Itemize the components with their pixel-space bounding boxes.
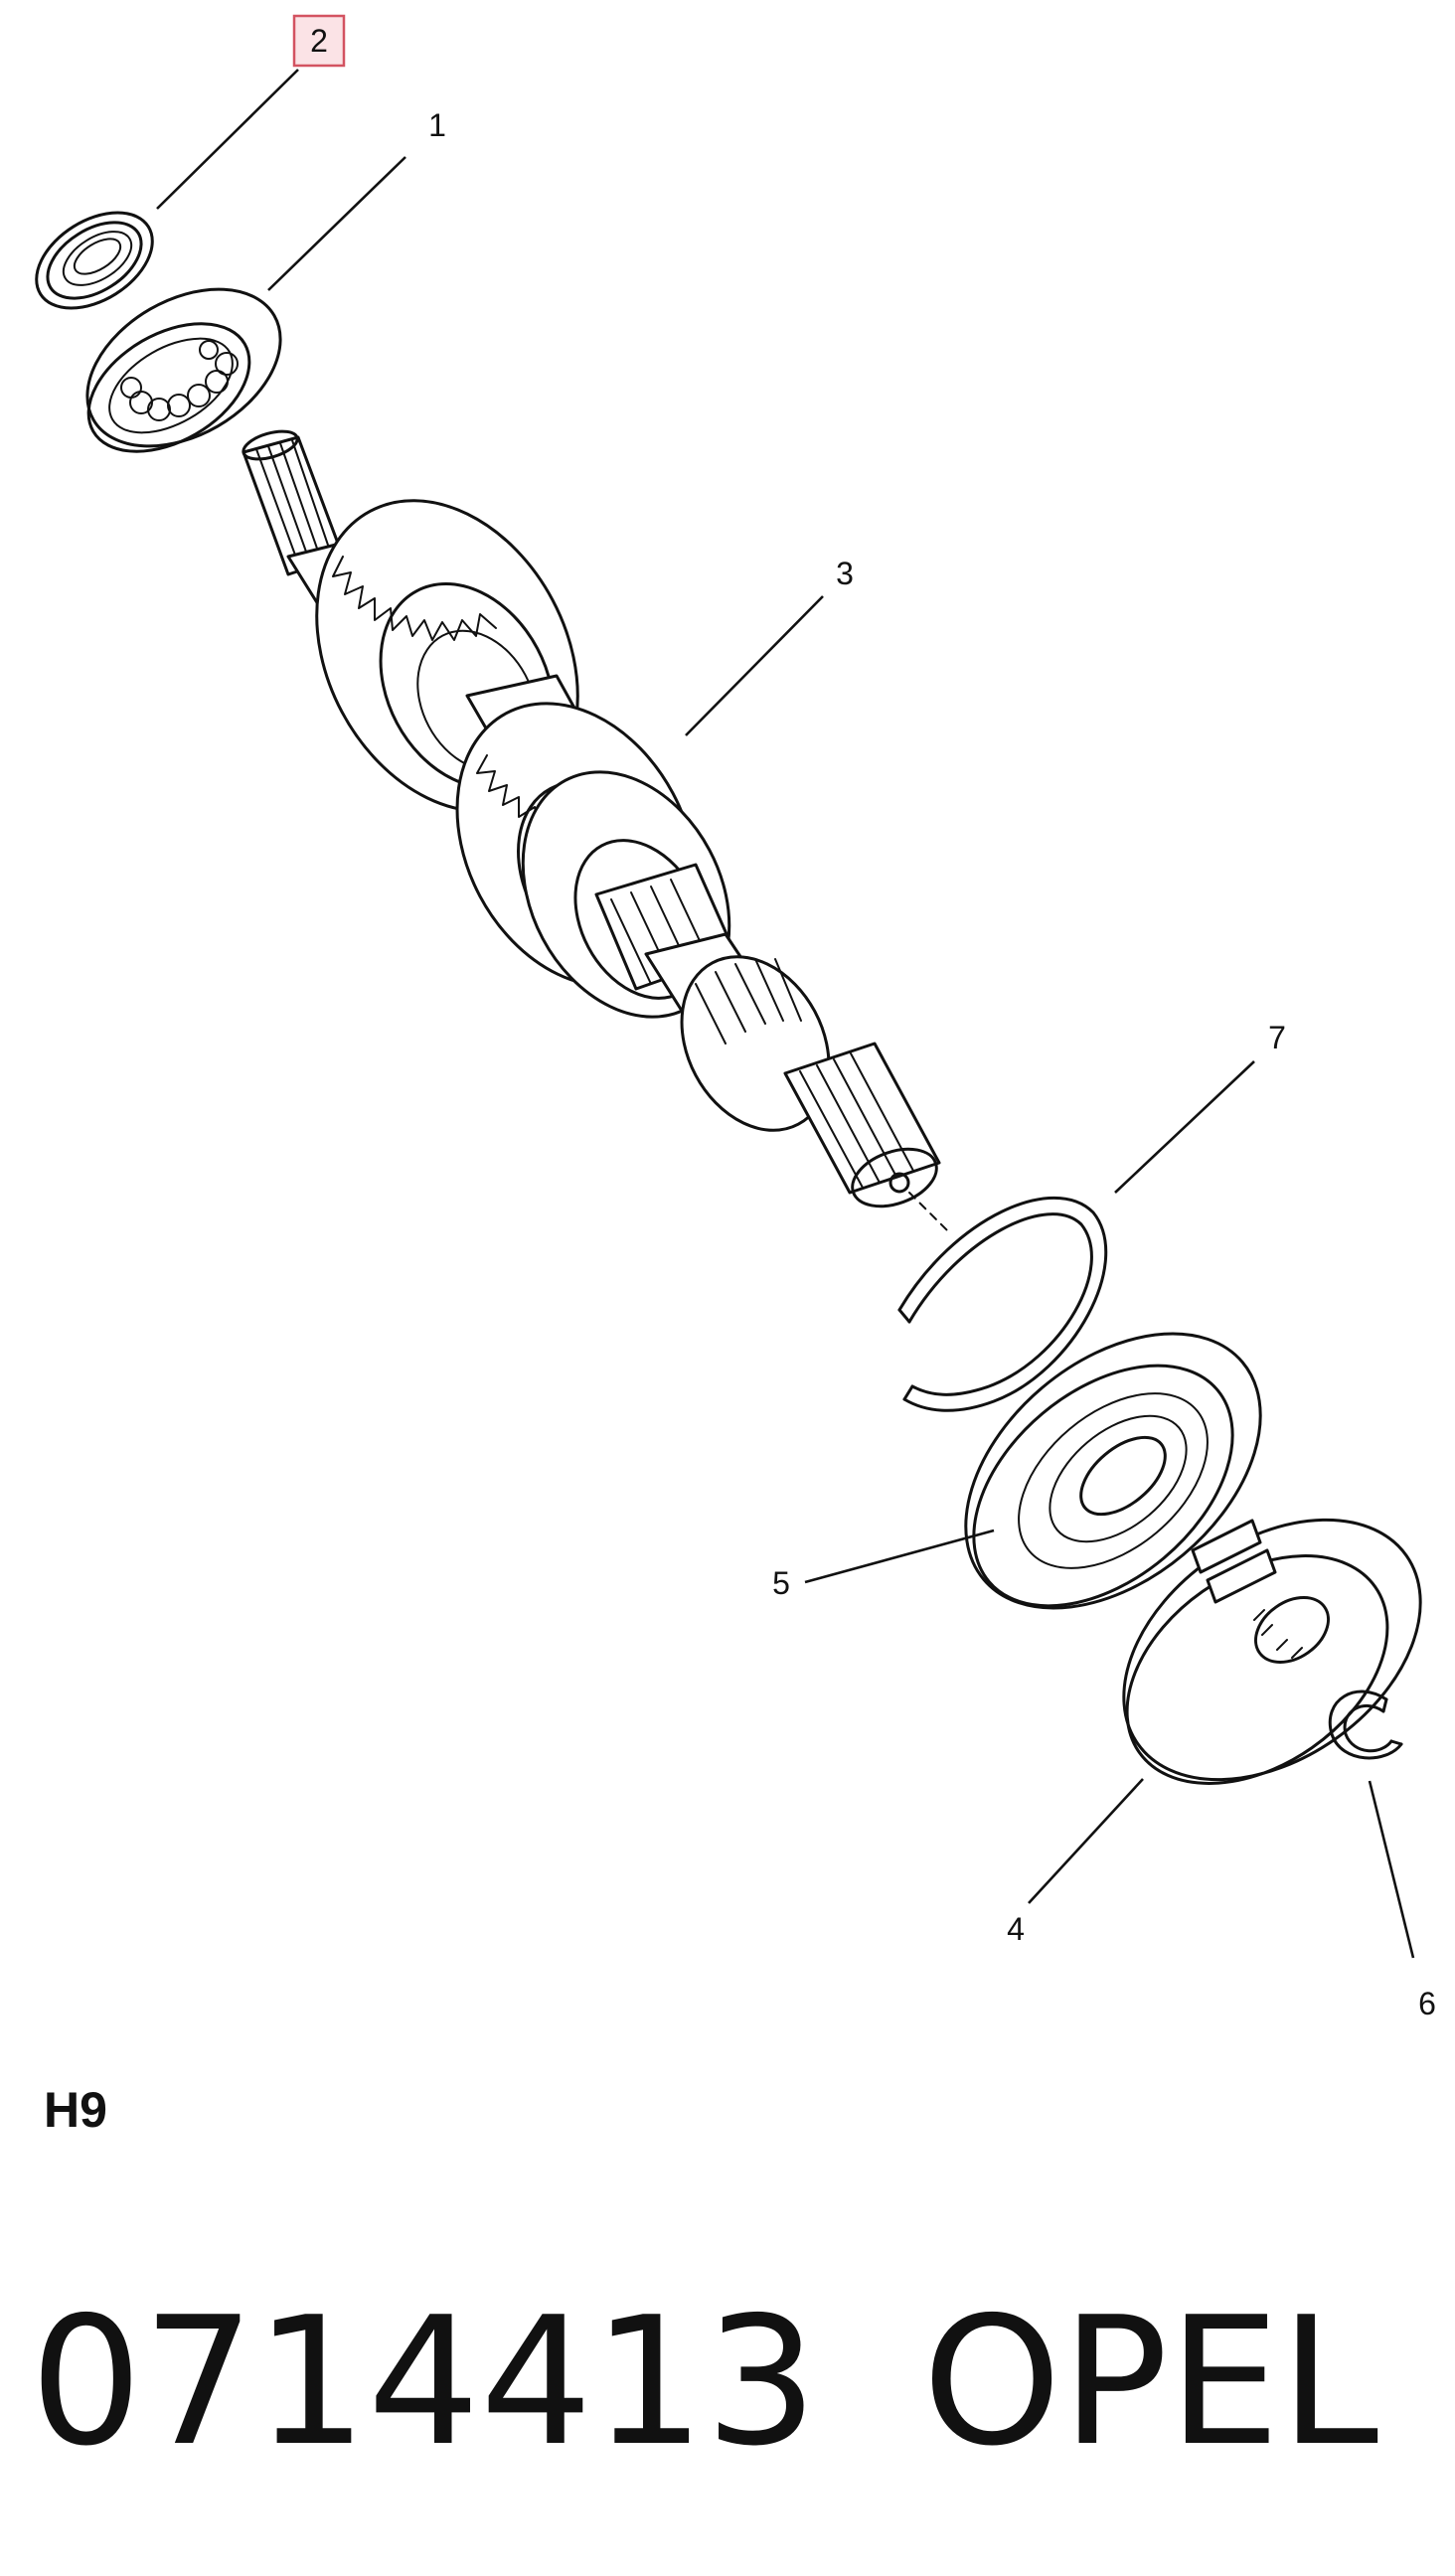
part-7-circlip[interactable] <box>897 1196 1108 1412</box>
part-3-gear-shaft[interactable] <box>241 426 950 1233</box>
callout-2[interactable]: 2 <box>310 23 328 59</box>
callout-4[interactable]: 4 <box>1007 1911 1025 1947</box>
brand-name: OPEL <box>922 2279 1378 2485</box>
part-2-seal-ring[interactable] <box>20 193 170 328</box>
callout-5[interactable]: 5 <box>772 1565 790 1601</box>
part-5-ball-bearing[interactable] <box>913 1278 1313 1663</box>
part-number: 0714413 <box>30 2279 818 2485</box>
callout-1[interactable]: 1 <box>428 107 446 143</box>
callout-2-highlight-box <box>292 14 346 68</box>
callout-3[interactable]: 3 <box>836 556 854 591</box>
part-1-roller-bearing[interactable] <box>60 257 308 479</box>
callout-6[interactable]: 6 <box>1418 1986 1436 2021</box>
part-6-retaining-clip[interactable] <box>1328 1690 1403 1760</box>
callout-7[interactable]: 7 <box>1268 1020 1286 1055</box>
section-code: H9 <box>44 2082 107 2138</box>
part-4-coupling-hub[interactable] <box>1075 1466 1455 1833</box>
